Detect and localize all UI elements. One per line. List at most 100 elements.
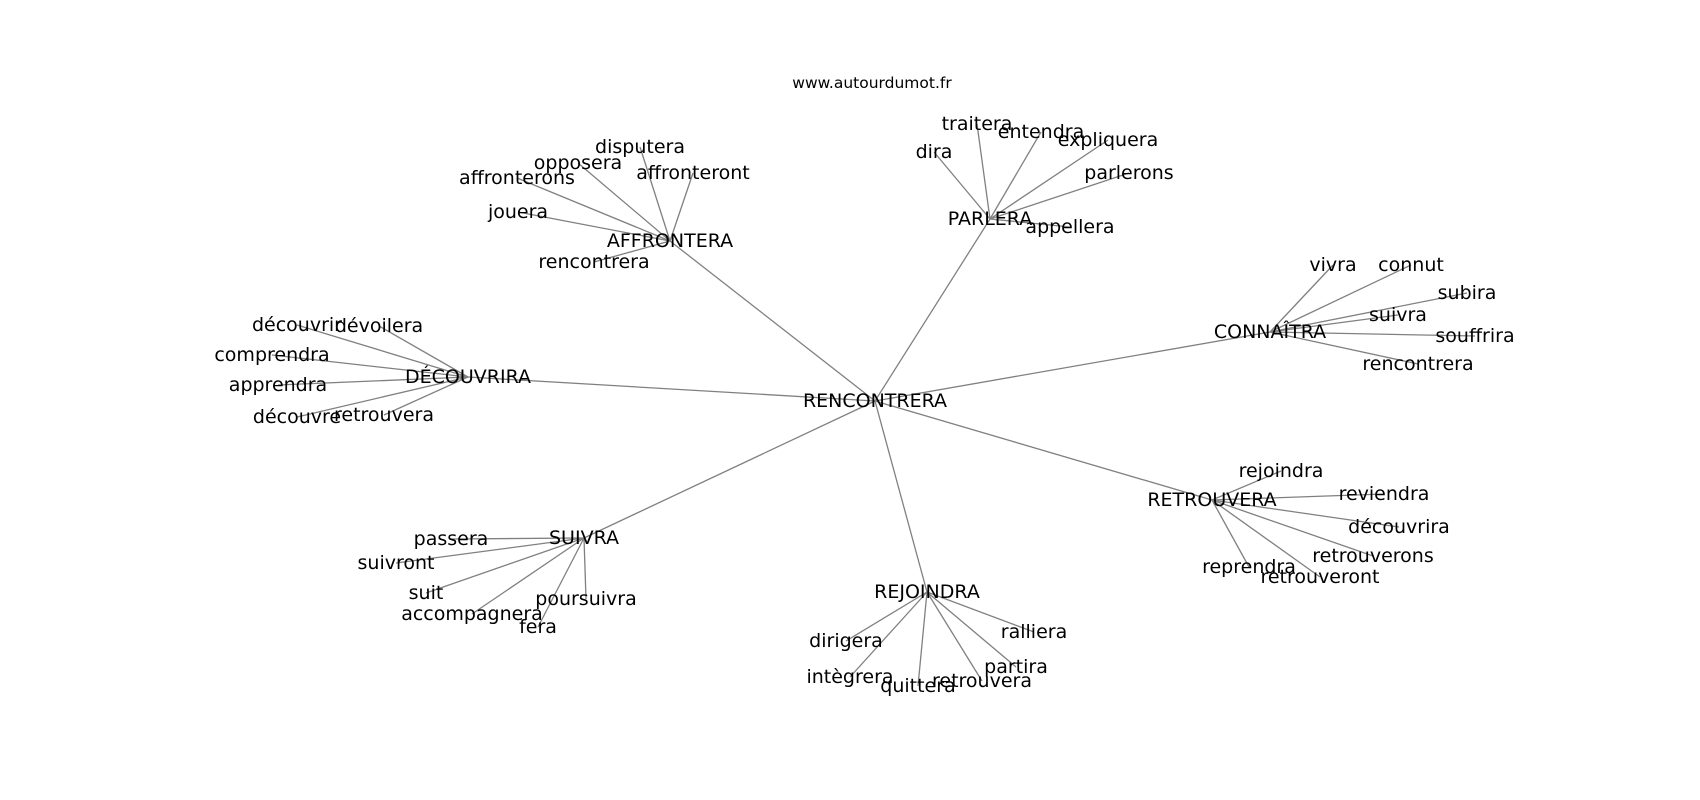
- leaf-node-retrouvera[interactable]: retrouvera: [334, 404, 434, 426]
- hub-node-rejoindra[interactable]: REJOINDRA: [874, 581, 980, 603]
- leaf-node-retrouveront[interactable]: retrouveront: [1260, 566, 1379, 588]
- edge-suivra-passera: [450, 537, 585, 540]
- leaf-node-rencontrera[interactable]: rencontrera: [538, 251, 649, 273]
- leaf-node-traitera[interactable]: traitera: [942, 113, 1013, 135]
- leaf-node-rencontrera[interactable]: rencontrera: [1362, 353, 1473, 375]
- leaf-node-suivra[interactable]: suivra: [1369, 304, 1427, 326]
- edge-suivra-suivront: [395, 537, 585, 564]
- edge-root-rejoindra: [874, 400, 928, 593]
- edge-parlera-entendra: [989, 131, 1042, 220]
- hub-node-suivra[interactable]: SUIVRA: [549, 527, 619, 549]
- leaf-node-decouvre[interactable]: découvre: [253, 406, 341, 428]
- edge-retrouvera-retrouverons: [1211, 499, 1374, 557]
- leaf-node-fera[interactable]: fera: [519, 616, 557, 638]
- leaf-node-apprendra[interactable]: apprendra: [229, 374, 327, 396]
- edge-rejoindra-retrouvera: [926, 591, 983, 682]
- leaf-node-comprendra[interactable]: comprendra: [214, 344, 329, 366]
- leaf-node-decouvrir[interactable]: découvrir: [252, 314, 342, 336]
- edge-retrouvera-retrouveront: [1211, 499, 1321, 578]
- edge-suivra-accompagnera: [471, 537, 585, 615]
- edge-rejoindra-partira: [926, 591, 1017, 668]
- graph-edges: [271, 123, 1476, 687]
- edge-suivra-suit: [425, 537, 585, 594]
- edge-retrouvera-rejoindra: [1211, 470, 1282, 501]
- leaf-node-affronteront[interactable]: affronteront: [636, 162, 749, 184]
- edge-decouvrira-decouvre: [296, 376, 469, 418]
- hub-node-affrontera[interactable]: AFFRONTERA: [607, 230, 733, 252]
- hub-node-retrouvera[interactable]: RETROUVERA: [1147, 489, 1276, 511]
- edge-affrontera-affronterons: [516, 177, 671, 242]
- site-watermark: www.autourdumot.fr: [792, 74, 952, 92]
- edge-decouvrira-decouvrir: [296, 324, 469, 378]
- leaf-node-partira[interactable]: partira: [984, 656, 1048, 678]
- edge-rejoindra-quittera: [917, 591, 928, 687]
- leaf-node-retrouvera[interactable]: retrouvera: [932, 670, 1032, 692]
- edge-connaitra-vivra: [1269, 264, 1334, 333]
- hub-node-parlera[interactable]: PARLERA: [948, 208, 1032, 230]
- leaf-node-ralliera[interactable]: ralliera: [1001, 621, 1067, 643]
- edge-connaitra-subira: [1269, 292, 1468, 333]
- edge-decouvrira-comprendra: [271, 354, 469, 378]
- leaf-node-parlerons[interactable]: parlerons: [1084, 162, 1173, 184]
- edge-affrontera-affronteront: [669, 172, 694, 242]
- leaf-node-affronterons[interactable]: affronterons: [459, 167, 575, 189]
- leaf-node-subira[interactable]: subira: [1438, 282, 1497, 304]
- leaf-node-integrera[interactable]: intègrera: [806, 666, 893, 688]
- edge-suivra-poursuivra: [583, 537, 587, 600]
- leaf-node-passera[interactable]: passera: [414, 528, 489, 550]
- edge-decouvrira-retrouvera: [383, 376, 469, 416]
- edge-affrontera-disputera: [639, 146, 671, 242]
- edge-affrontera-rencontrera: [593, 240, 671, 263]
- root-word-node[interactable]: RENCONTRERA: [803, 390, 947, 412]
- edge-retrouvera-reprendra: [1211, 499, 1250, 568]
- leaf-node-poursuivra[interactable]: poursuivra: [535, 588, 636, 610]
- edge-retrouvera-decouvrira: [1211, 499, 1400, 528]
- leaf-node-suit[interactable]: suit: [409, 582, 444, 604]
- leaf-node-dira[interactable]: dira: [916, 141, 953, 163]
- edge-rejoindra-dirigera: [845, 591, 928, 642]
- leaf-node-reviendra[interactable]: reviendra: [1339, 483, 1430, 505]
- edge-parlera-traitera: [976, 123, 991, 220]
- edge-parlera-parlerons: [989, 172, 1130, 220]
- leaf-node-entendra[interactable]: entendra: [998, 121, 1084, 143]
- leaf-node-accompagnera[interactable]: accompagnera: [401, 603, 543, 625]
- edge-connaitra-suivra: [1269, 314, 1399, 333]
- leaf-node-rejoindra[interactable]: rejoindra: [1239, 460, 1324, 482]
- leaf-node-souffrira[interactable]: souffrira: [1435, 325, 1514, 347]
- edge-decouvrira-apprendra: [277, 376, 469, 386]
- hub-node-decouvrira[interactable]: DÉCOUVRIRA: [405, 365, 531, 388]
- edge-affrontera-jouera: [517, 211, 671, 242]
- edge-rejoindra-ralliera: [926, 591, 1035, 633]
- edge-connaitra-souffrira: [1269, 331, 1476, 337]
- leaf-node-retrouverons[interactable]: retrouverons: [1312, 545, 1434, 567]
- edge-parlera-appellera: [989, 218, 1071, 228]
- leaf-node-appellera[interactable]: appellera: [1025, 216, 1114, 238]
- edge-connaitra-rencontrera: [1269, 331, 1419, 365]
- edge-root-retrouvera: [874, 400, 1213, 501]
- leaf-node-decouvrira[interactable]: découvrira: [1348, 516, 1450, 538]
- leaf-node-expliquera[interactable]: expliquera: [1058, 129, 1158, 151]
- edge-parlera-dira: [933, 151, 991, 220]
- leaf-node-dirigera[interactable]: dirigera: [809, 630, 883, 652]
- edge-root-parlera: [874, 218, 991, 402]
- leaf-node-disputera[interactable]: disputera: [595, 136, 685, 158]
- edge-parlera-expliquera: [989, 139, 1109, 220]
- edge-rejoindra-integrera: [849, 591, 928, 678]
- edge-suivra-fera: [537, 537, 585, 628]
- edge-connaitra-connut: [1269, 264, 1412, 333]
- leaf-node-quittera[interactable]: quittera: [880, 675, 955, 697]
- edge-decouvrira-devoilera: [378, 325, 469, 378]
- leaf-node-reprendra[interactable]: reprendra: [1202, 556, 1296, 578]
- hub-node-connaitra[interactable]: CONNAÎTRA: [1214, 320, 1326, 343]
- leaf-node-jouera[interactable]: jouera: [487, 201, 548, 223]
- leaf-node-opposera[interactable]: opposera: [534, 152, 622, 174]
- edge-retrouvera-reviendra: [1211, 493, 1385, 501]
- leaf-node-connut[interactable]: connut: [1378, 254, 1444, 276]
- leaf-node-vivra[interactable]: vivra: [1309, 254, 1356, 276]
- leaf-node-suivront[interactable]: suivront: [358, 552, 435, 574]
- edge-root-connaitra: [874, 331, 1271, 402]
- edge-affrontera-opposera: [577, 162, 671, 242]
- leaf-node-devoilera[interactable]: dévoilera: [335, 315, 423, 337]
